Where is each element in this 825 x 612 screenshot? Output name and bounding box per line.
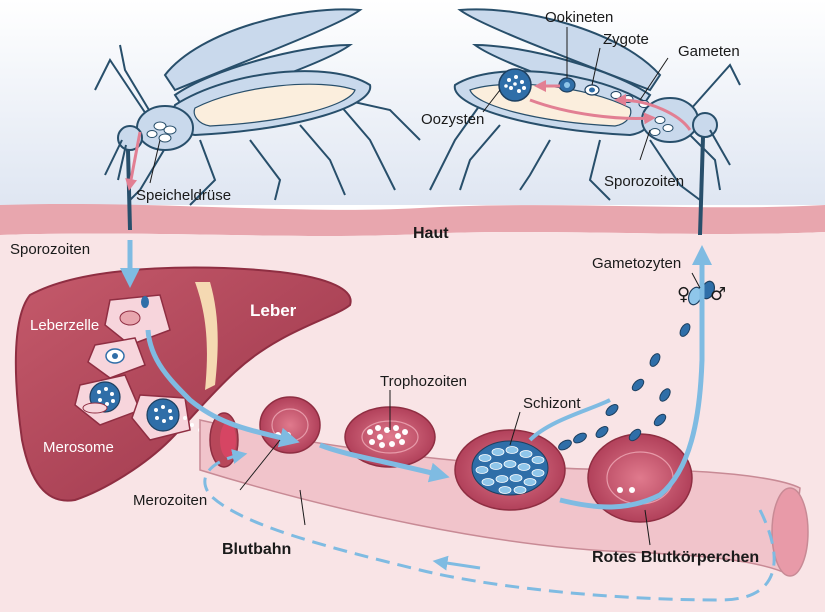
label-sporozoiten-top: Sporozoiten: [604, 173, 684, 190]
label-gametozyten: Gametozyten: [592, 255, 681, 272]
oocyst: [499, 69, 531, 101]
label-merosome: Merosome: [43, 439, 114, 456]
label-rotes-blutkoerperchen: Rotes Blutkörperchen: [592, 549, 759, 566]
label-zygote: Zygote: [603, 31, 649, 48]
rbc-schizont: [455, 430, 565, 510]
blood-vessel-lumen: [220, 422, 236, 458]
label-ookineten: Ookineten: [545, 9, 613, 26]
label-speicheldruese: Speicheldrüse: [136, 187, 231, 204]
label-merozoiten: Merozoiten: [133, 492, 207, 509]
zygote: [585, 85, 599, 95]
blood-vessel-end: [772, 488, 808, 576]
label-male-symbol: ♂: [710, 284, 726, 305]
label-female-symbol: ♀: [677, 284, 690, 305]
label-gameten: Gameten: [678, 43, 740, 60]
label-blutbahn: Blutbahn: [222, 541, 291, 558]
right-mosquito-head: [693, 113, 717, 137]
label-schizont: Schizont: [523, 395, 581, 412]
left-mosquito-proboscis: [128, 150, 130, 230]
label-leber: Leber: [250, 301, 297, 320]
label-sporozoiten-left: Sporozoiten: [10, 241, 90, 258]
label-trophozoiten: Trophozoiten: [380, 373, 467, 390]
label-haut: Haut: [413, 225, 449, 242]
label-leberzelle: Leberzelle: [30, 317, 99, 334]
ookinete: [559, 78, 575, 92]
label-oozysten: Oozysten: [421, 111, 484, 128]
rbc-merozoite: [260, 397, 320, 453]
